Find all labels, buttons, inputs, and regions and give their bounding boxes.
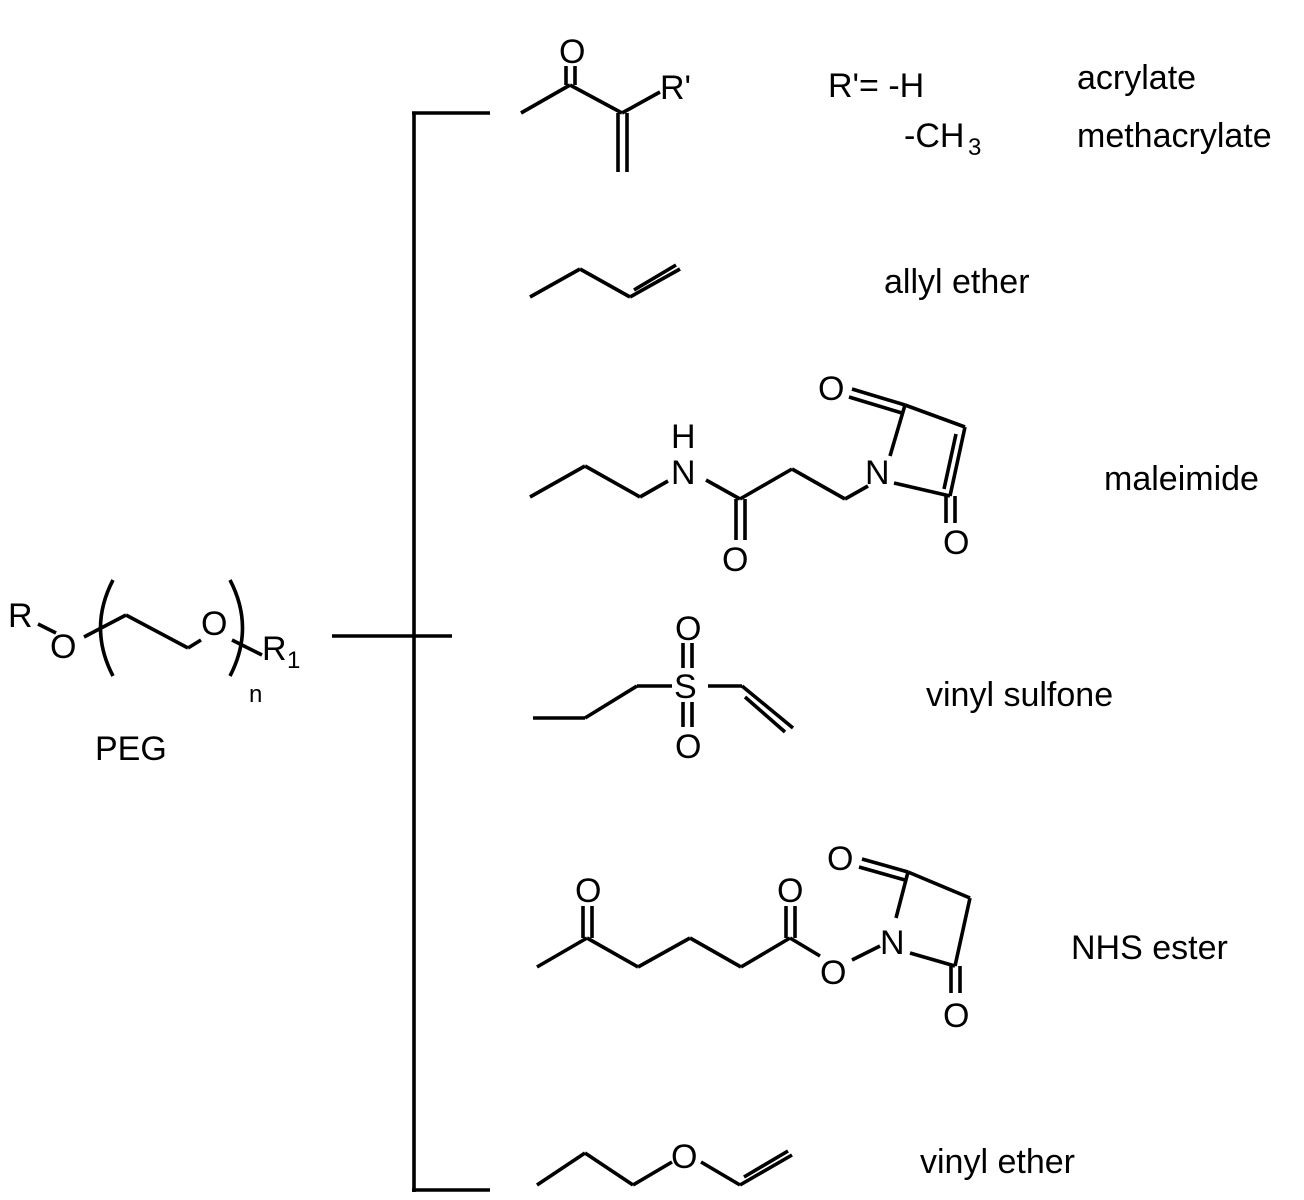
bond: [629, 267, 681, 299]
nhs-ester-structure: O O O N O O NHS ester: [536, 840, 1228, 1035]
bond: [633, 263, 677, 292]
vinyl-ether-label: vinyl ether: [920, 1143, 1075, 1181]
peg-atom-o-right: O: [201, 605, 227, 643]
bond: [909, 951, 956, 968]
bond: [187, 638, 202, 650]
bond: [584, 464, 641, 499]
bond: [851, 944, 881, 962]
bond: [942, 433, 958, 490]
bond: [740, 684, 795, 730]
bond: [639, 479, 669, 499]
bond: [569, 83, 623, 115]
vinyl-sulfone-atom-s: S: [674, 668, 697, 706]
vinyl-sulfone-structure: S O O vinyl sulfone: [533, 610, 1113, 766]
acrylate-structure: O R' R'= -H -CH 3 acrylate methacrylate: [520, 33, 1272, 172]
bond: [586, 936, 639, 969]
nhs-ester-label: NHS ester: [1071, 929, 1228, 967]
peg-structure: R O O R 1 n PEG: [8, 579, 300, 768]
allyl-ether-label: allyl ether: [884, 263, 1030, 301]
bond: [861, 857, 909, 874]
bond: [888, 404, 907, 457]
nhs-atom-o-carbonyl: O: [777, 872, 803, 910]
vinyl-sulfone-atom-o-top: O: [675, 610, 701, 648]
vinyl-ether-structure: O vinyl ether: [536, 1138, 1075, 1187]
peg-atom-o-left: O: [50, 628, 76, 666]
bond: [621, 90, 661, 115]
branch-bracket: [332, 111, 490, 1192]
bond: [529, 267, 581, 299]
bond: [37, 622, 57, 635]
bond: [83, 613, 127, 639]
bond: [231, 638, 263, 657]
peg-repeat-n: n: [249, 681, 262, 708]
maleimide-atom-o-bottom: O: [943, 524, 969, 562]
bond: [893, 481, 951, 498]
bond: [689, 936, 742, 969]
methacrylate-r-definition: -CH: [904, 117, 964, 155]
nhs-atom-o-ketone: O: [575, 872, 601, 910]
peg-r1-subscript: 1: [287, 647, 300, 674]
repeat-bracket-left: [98, 579, 115, 677]
acrylate-atom-o: O: [559, 33, 585, 71]
maleimide-atom-o-amide: O: [722, 541, 748, 579]
acrylate-label: acrylate: [1077, 59, 1196, 97]
bond: [739, 467, 793, 501]
bond: [637, 936, 691, 969]
methacrylate-r-subscript: 3: [968, 134, 981, 161]
bond: [529, 464, 586, 499]
maleimide-atom-h: H: [671, 418, 696, 456]
maleimide-structure: H N O N O O maleimide: [529, 370, 1259, 579]
peg-atom-r: R: [8, 597, 33, 635]
bond: [791, 467, 846, 501]
nhs-atom-o-ring-bottom: O: [943, 997, 969, 1035]
bond: [848, 395, 903, 415]
vinyl-sulfone-atom-o-bottom: O: [675, 728, 701, 766]
bond: [953, 897, 972, 967]
bond: [536, 1151, 586, 1187]
bond: [740, 936, 791, 969]
bond: [700, 1160, 741, 1187]
bond: [520, 83, 571, 115]
bond: [907, 870, 971, 900]
bond: [739, 1153, 793, 1187]
bond: [705, 478, 741, 501]
bond: [789, 936, 821, 958]
bond: [536, 936, 588, 969]
maleimide-atom-n-ring: N: [865, 454, 890, 492]
bond: [579, 267, 631, 299]
acrylate-r-definition: R'= -H: [828, 67, 924, 105]
bond: [858, 865, 906, 882]
bond: [584, 1151, 634, 1187]
peg-label: PEG: [95, 730, 167, 768]
allyl-ether-structure: allyl ether: [529, 263, 1030, 301]
bond: [948, 426, 967, 497]
bond: [632, 1160, 673, 1187]
repeat-bracket-right: [228, 579, 245, 677]
bond: [584, 684, 638, 720]
bond: [851, 387, 906, 407]
methacrylate-label: methacrylate: [1077, 117, 1272, 155]
maleimide-atom-o-top: O: [818, 370, 844, 408]
nhs-atom-o-ring-top: O: [827, 840, 853, 878]
bond: [894, 871, 910, 919]
bond: [844, 484, 869, 501]
nhs-atom-o-ester: O: [820, 954, 846, 992]
maleimide-atom-n-amide: N: [671, 454, 696, 492]
nhs-atom-n: N: [880, 924, 905, 962]
bond: [743, 695, 787, 734]
bond: [743, 1149, 789, 1179]
bond: [904, 403, 966, 429]
maleimide-label: maleimide: [1104, 460, 1259, 498]
vinyl-ether-atom-o: O: [671, 1138, 697, 1176]
acrylate-atom-rprime: R': [660, 69, 691, 107]
bond: [125, 613, 189, 650]
vinyl-sulfone-label: vinyl sulfone: [926, 676, 1113, 714]
peg-atom-r1: R: [262, 630, 287, 668]
